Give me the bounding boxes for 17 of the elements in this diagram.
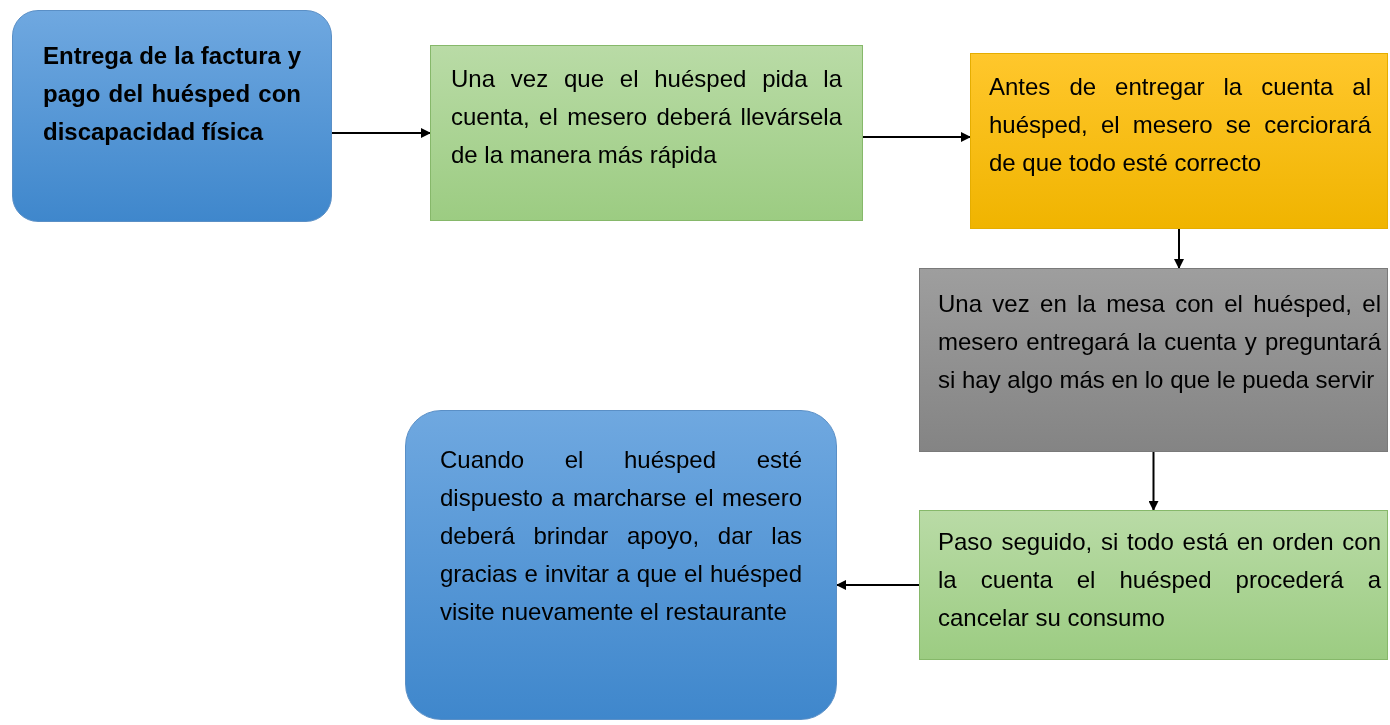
arrow	[836, 580, 920, 590]
end-box	[405, 410, 837, 720]
step-text: Entrega de la factura y pago del huésped con discapacidad física	[43, 41, 301, 147]
step-text: Paso seguido, si todo está en orden con la cuenta el huésped procederá a cancelar su consumo	[938, 527, 1381, 633]
process-box	[919, 510, 1388, 660]
step-text: Una vez en la mesa con el huésped, el mesero entregará la cuenta y preguntará si hay algo más en lo que le pueda servir	[938, 289, 1381, 395]
arrow	[862, 132, 971, 142]
step-text: Antes de entregar la cuenta al huésped, el mesero se cerciorará de que todo esté correcto	[989, 72, 1371, 178]
process-box	[430, 45, 863, 221]
start-box	[12, 10, 332, 222]
process-box	[970, 53, 1388, 229]
arrow	[1174, 228, 1184, 269]
arrow	[331, 128, 431, 138]
arrow	[1148, 451, 1159, 511]
process-box	[919, 268, 1388, 452]
step-text: Cuando el huésped esté dispuesto a marcharse el mesero deberá brindar apoyo, dar las gracias e invitar a que el huésped visite nuevamente el restaurante	[440, 445, 802, 627]
step-text: Una vez que el huésped pida la cuenta, el mesero deberá llevársela de la manera más rápida	[451, 64, 842, 170]
